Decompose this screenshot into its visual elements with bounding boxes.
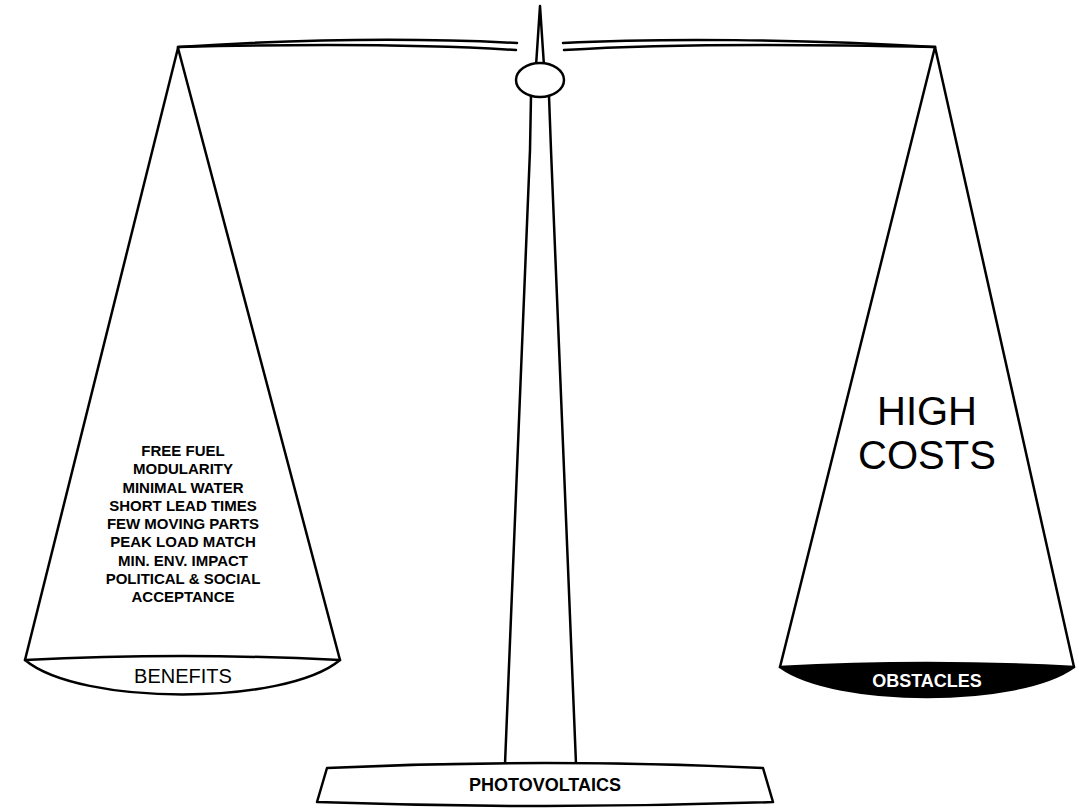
scale-base: PHOTOVOLTAICS (315, 760, 775, 810)
obstacles-pan: HIGH COSTS OBSTACLES (775, 43, 1079, 708)
obstacle-item-group: HIGH COSTS (845, 389, 1010, 477)
benefit-item: MINIMAL WATER (83, 479, 283, 497)
benefits-pan: FREE FUELMODULARITYMINIMAL WATERSHORT LE… (20, 44, 345, 704)
obstacle-item: HIGH COSTS (845, 389, 1010, 477)
base-label-group: PHOTOVOLTAICS (345, 776, 745, 794)
benefit-item: FREE FUEL (83, 442, 283, 460)
pan-label: OBSTACLES (827, 672, 1027, 690)
benefit-item: POLITICAL & SOCIAL ACCEPTANCE (83, 570, 283, 607)
scale-beam (178, 45, 516, 50)
benefit-item: MODULARITY (83, 460, 283, 478)
base-label: PHOTOVOLTAICS (345, 776, 745, 794)
base-outline (317, 763, 773, 806)
scale-beam (564, 45, 935, 50)
benefit-item: FEW MOVING PARTS (83, 515, 283, 533)
pan-label-group: BENEFITS (83, 666, 283, 686)
obstacles-pan-outline (775, 43, 1079, 708)
benefit-item: PEAK LOAD MATCH (83, 533, 283, 551)
pan-label-group: OBSTACLES (827, 672, 1027, 690)
scale-spire (536, 6, 544, 66)
pan-bowl (780, 663, 1074, 697)
scale-pole (549, 96, 576, 764)
pan-string (935, 47, 1074, 667)
pan-string (780, 47, 935, 667)
pan-bowl (25, 656, 340, 695)
benefit-item-group: FREE FUELMODULARITYMINIMAL WATERSHORT LE… (83, 442, 283, 607)
scale-pivot (516, 63, 564, 97)
benefit-item: MIN. ENV. IMPACT (83, 552, 283, 570)
scale-pole (505, 96, 531, 764)
pan-label: BENEFITS (83, 666, 283, 686)
benefit-item: SHORT LEAD TIMES (83, 497, 283, 515)
